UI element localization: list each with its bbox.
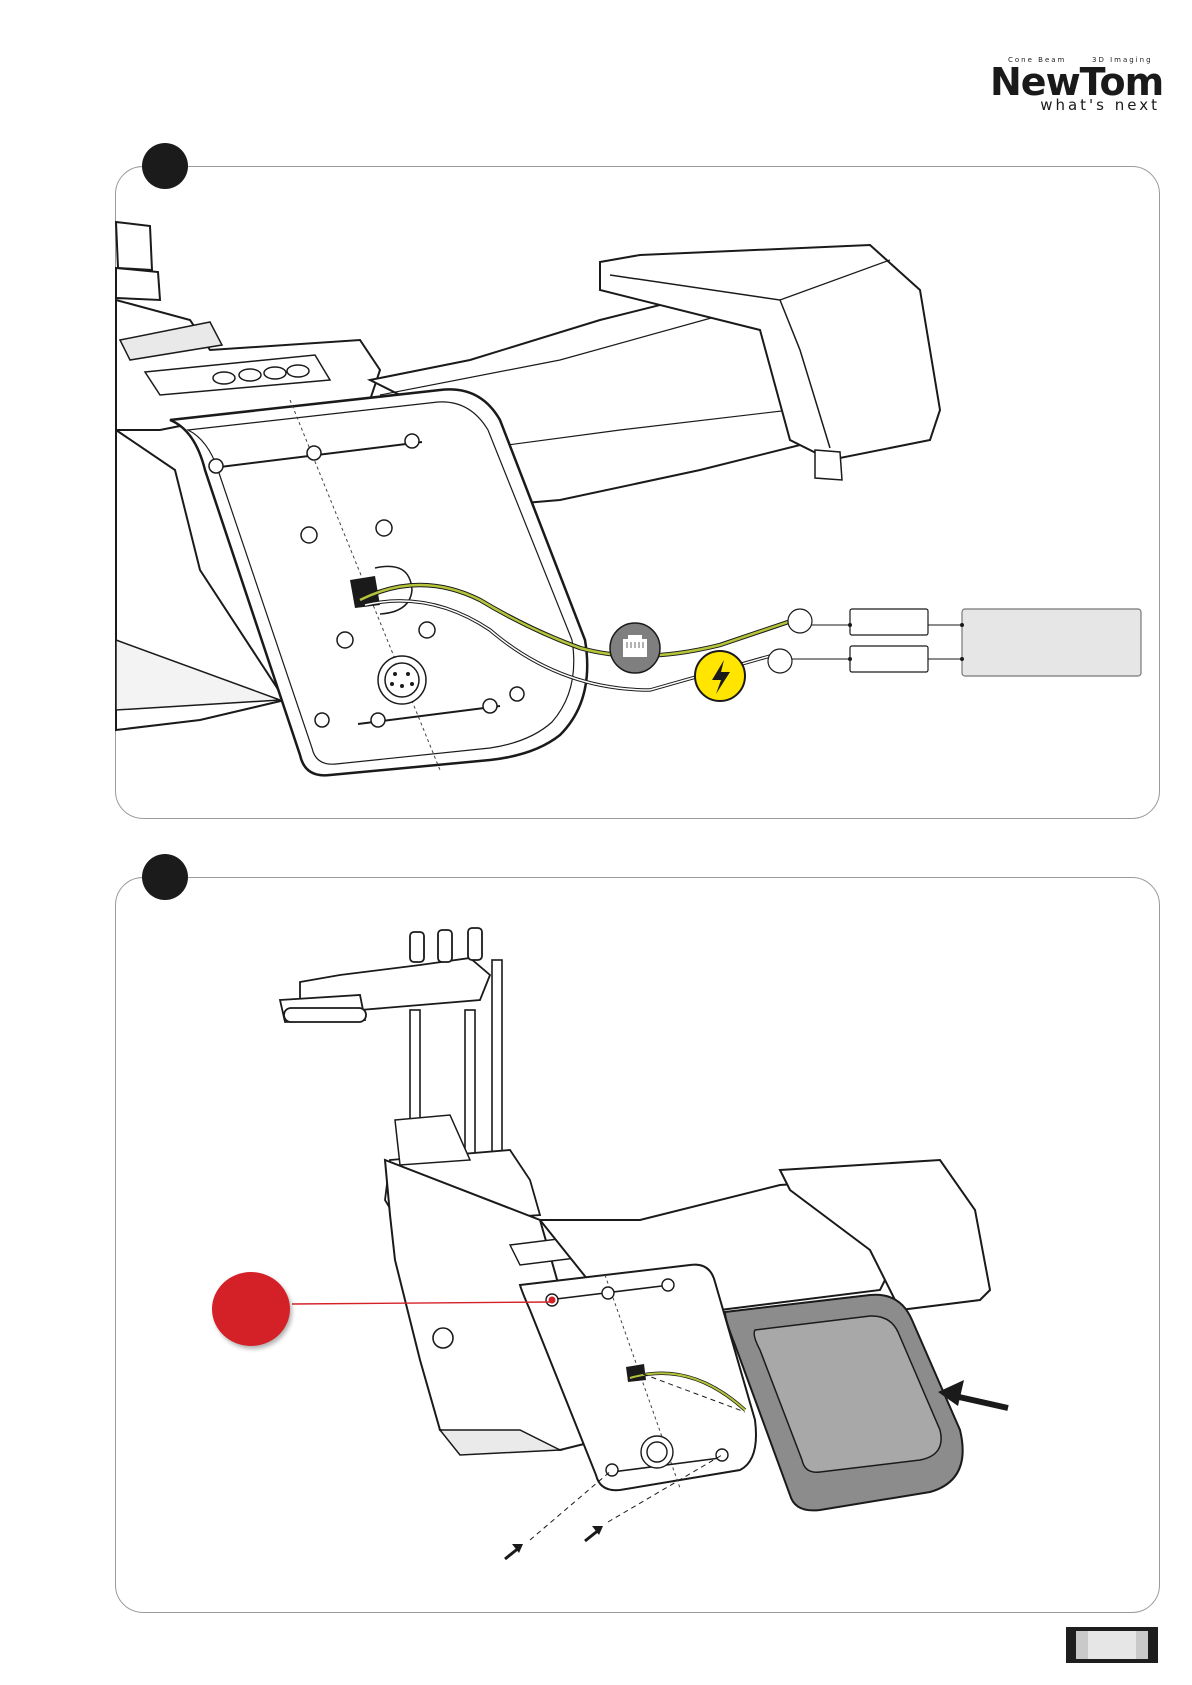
page-number bbox=[1088, 1631, 1136, 1659]
page-number-box bbox=[1066, 1627, 1158, 1663]
callout-marker-red bbox=[212, 1272, 290, 1346]
